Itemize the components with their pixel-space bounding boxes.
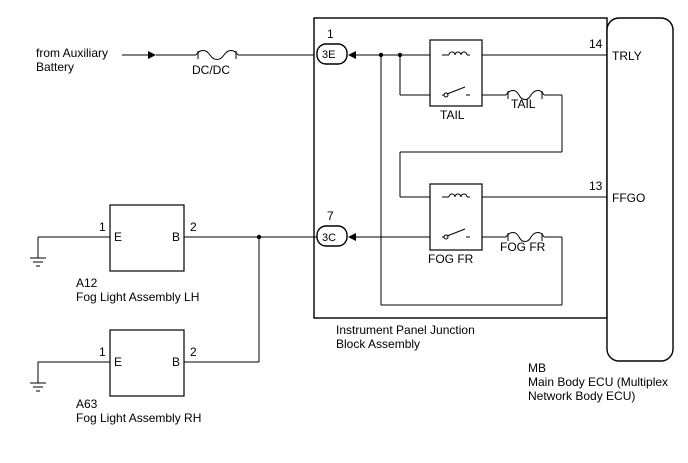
fog-light-rh-code: A63 <box>76 397 98 411</box>
ecu-box <box>606 17 674 362</box>
fog-light-lh-pin-e: 1 <box>99 220 106 234</box>
junction-block-label-line1: Instrument Panel Junction <box>336 323 475 337</box>
tail-relay-label: TAIL <box>440 108 465 122</box>
tail-relay <box>429 39 483 107</box>
connector-3e-label: 3E <box>322 49 335 61</box>
connector-3e-arrow <box>348 51 356 59</box>
junction-block-label-line2: Block Assembly <box>336 337 420 351</box>
connector-3c-arrow <box>348 233 356 241</box>
fog-fr-fuse-symbol <box>505 232 545 242</box>
fog-fr-fuse-label: FOG FR <box>500 240 546 254</box>
fog-lights-feed-wire <box>184 234 317 363</box>
fog-light-lh-ground-wire <box>37 236 110 258</box>
connector-3e-pin: 1 <box>327 27 334 41</box>
ecu-pin-ffgo-name: FFGO <box>612 191 645 205</box>
fog-light-rh-pin-e: 1 <box>99 345 106 359</box>
fog-light-rh-term-e: E <box>114 355 122 369</box>
fog-light-lh-term-e: E <box>114 230 122 244</box>
source-label-line2: Battery <box>36 60 74 74</box>
ecu-pin-trly-name: TRLY <box>612 49 642 63</box>
fog-light-rh-term-b: B <box>172 355 180 369</box>
connector-3c <box>316 225 348 247</box>
fog-light-rh-ground-wire <box>37 361 110 383</box>
connector-3e <box>316 43 348 65</box>
fog-fr-relay <box>429 183 483 251</box>
ecu-name-line2: Network Body ECU) <box>528 389 635 403</box>
fog-light-lh-pin-b: 2 <box>190 220 197 234</box>
ground-icon <box>30 382 46 392</box>
ecu-pin-trly-number: 14 <box>589 37 603 51</box>
fog-light-rh-box <box>109 329 185 397</box>
fog-light-lh-name: Fog Light Assembly LH <box>76 290 199 304</box>
ecu-pin-ffgo-number: 13 <box>589 179 603 193</box>
fog-light-rh-pin-b: 2 <box>190 345 197 359</box>
fog-light-lh-code: A12 <box>76 276 98 290</box>
connector-3c-pin: 7 <box>327 209 334 223</box>
tail-fuse-symbol <box>505 90 545 100</box>
fog-light-lh-box <box>109 204 185 272</box>
connector-3c-label: 3C <box>322 232 336 244</box>
dcdc-fuse-symbol <box>195 50 239 60</box>
fog-light-lh-term-b: B <box>172 230 180 244</box>
source-label-line1: from Auxiliary <box>36 46 108 60</box>
battery-feed-wire <box>122 51 322 59</box>
fog-fr-relay-label: FOG FR <box>428 252 474 266</box>
ground-icon <box>30 257 46 267</box>
dcdc-fuse-label: DC/DC <box>192 63 230 77</box>
fog-light-rh-name: Fog Light Assembly RH <box>76 411 201 425</box>
ecu-code: MB <box>528 361 546 375</box>
tail-fuse-label: TAIL <box>511 97 536 111</box>
ecu-name-line1: Main Body ECU (Multiplex <box>528 375 668 389</box>
